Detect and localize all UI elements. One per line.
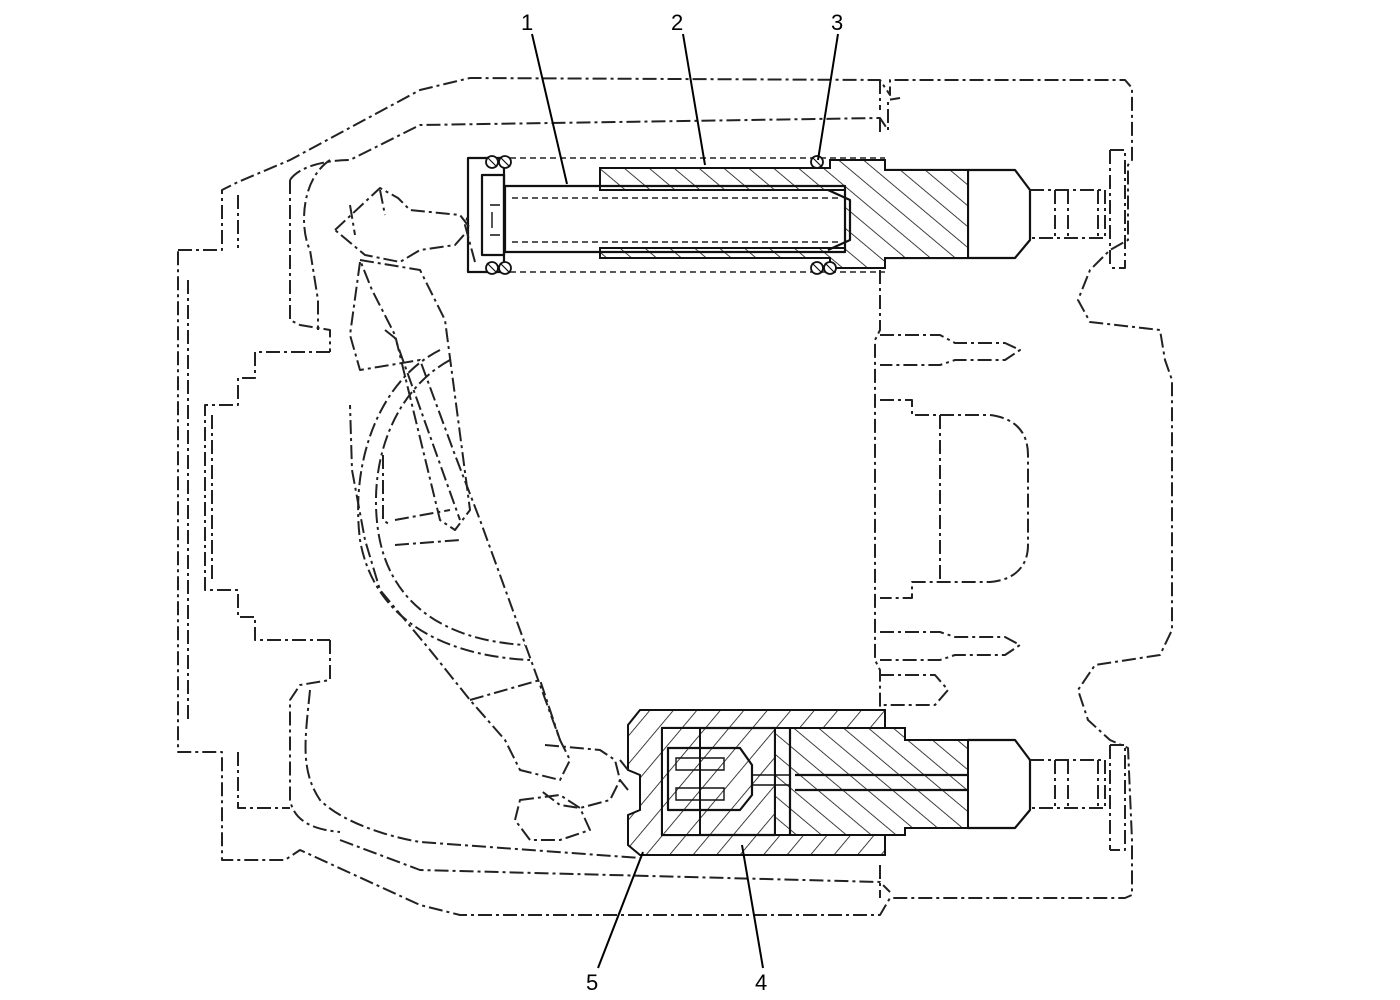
- callout-1: 1: [521, 10, 533, 35]
- callout-leaders: [531, 33, 839, 969]
- leader-3: [817, 33, 839, 161]
- part-4-inner-piston: [774, 727, 969, 836]
- callout-4: 4: [755, 970, 767, 995]
- callout-5: 5: [586, 970, 598, 995]
- callout-labels: 1 2 3 4 5: [521, 10, 843, 995]
- part-3-seal-rings: [485, 155, 837, 275]
- upper-piston-assembly: [466, 155, 969, 275]
- lower-fitting: [968, 738, 1126, 851]
- leader-2: [682, 33, 706, 166]
- callout-3: 3: [831, 10, 843, 35]
- housing-outline: [177, 77, 1173, 916]
- callout-2: 2: [671, 10, 683, 35]
- right-mounting-bosses: [880, 334, 1029, 706]
- guide-yoke: [334, 187, 629, 841]
- left-boss: [204, 351, 330, 641]
- lower-piston-assembly: [627, 709, 969, 856]
- leader-5: [597, 851, 644, 969]
- leader-1: [531, 33, 568, 185]
- leader-4: [741, 844, 764, 969]
